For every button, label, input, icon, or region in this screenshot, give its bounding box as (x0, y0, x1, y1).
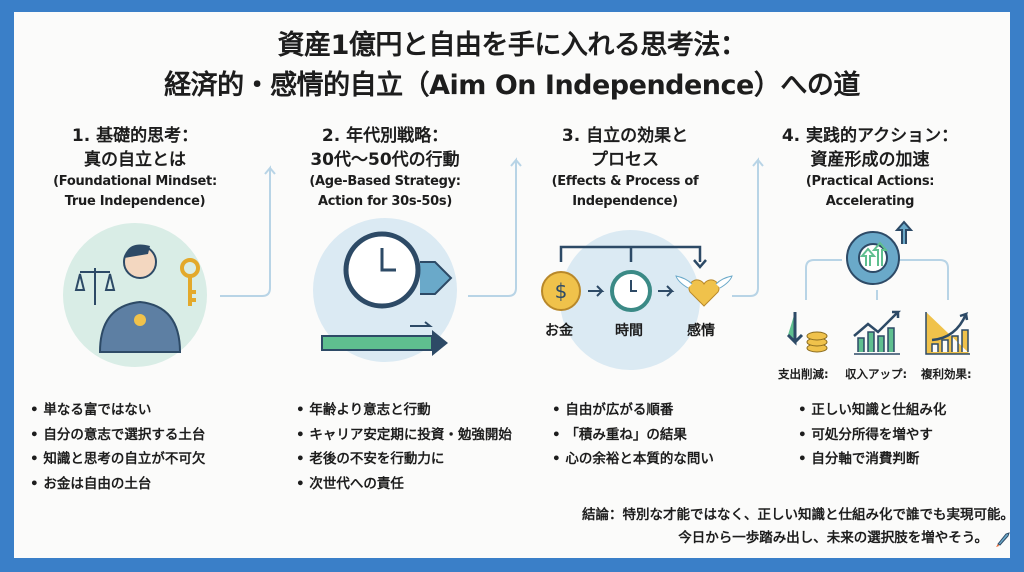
actions-diagram (786, 220, 970, 355)
flow-connectors (220, 157, 764, 297)
heading-jp: 4. 実践的アクション： (781, 126, 959, 146)
column-3-heading: 3. 自立の効果と プロセス (Effects & Process of Ind… (515, 124, 735, 212)
heading-jp: 2. 年代別戦略： (321, 126, 449, 146)
rocket-icon (996, 532, 1010, 547)
process-diagram: $ (541, 230, 733, 370)
list-item: 単なる富ではない (30, 398, 205, 423)
heading-jp: 3. 自立の効果と (561, 126, 689, 146)
conclusion-line-2-wrap: 今日から一歩踏み出し、未来の選択肢を増やそう。 (582, 527, 1014, 550)
list-item: 老後の不安を行動力に (296, 447, 512, 472)
column-2-heading: 2. 年代別戦略： 30代～50代の行動 (Age-Based Strategy… (275, 124, 495, 212)
list-item: 正しい知識と仕組み化 (798, 398, 946, 423)
action-label-income: 収入アップ: (845, 367, 908, 381)
conclusion: 結論：特別な才能ではなく、正しい知識と仕組み化で誰でも実現可能。 今日から一歩踏… (582, 504, 1014, 550)
action-label-cut: 支出削減: (778, 367, 829, 381)
heading-en: Action for 30s-50s) (318, 194, 452, 209)
heading-en: (Foundational Mindset: (53, 174, 217, 189)
list-item: 次世代への責任 (296, 472, 512, 497)
list-item: 自分軸で消費判断 (798, 447, 946, 472)
list-item: 知識と思考の自立が不可欠 (30, 447, 205, 472)
heading-jp: 1. 基礎的思考： (71, 126, 199, 146)
title-line-1: 資産1億円と自由を手に入れる思考法： (277, 30, 747, 61)
list-item: 自由が広がる順番 (552, 398, 714, 423)
page-title: 資産1億円と自由を手に入れる思考法： 経済的・感情的自立（Aim On Inde… (0, 26, 1024, 106)
list-item: キャリア安定期に投資・勉強開始 (296, 423, 512, 448)
heading-en: Independence) (572, 194, 678, 209)
heading-jp: プロセス (591, 150, 659, 170)
conclusion-line-1: 結論：特別な才能ではなく、正しい知識と仕組み化で誰でも実現可能。 (582, 507, 1014, 523)
conclusion-line-2: 今日から一歩踏み出し、未来の選択肢を増やそう。 (678, 530, 988, 546)
clock-progress-icon (313, 218, 457, 362)
list-item: 自分の意志で選択する土台 (30, 423, 205, 448)
list-item: 年齢より意志と行動 (296, 398, 512, 423)
heading-en: Accelerating (825, 194, 915, 209)
heading-jp: 真の自立とは (84, 150, 186, 170)
heading-jp: 30代～50代の行動 (310, 150, 460, 170)
heading-jp: 資産形成の加速 (810, 150, 930, 170)
column-1-bullets: 単なる富ではない 自分の意志で選択する土台 知識と思考の自立が不可欠 お金は自由… (30, 398, 205, 496)
list-item: お金は自由の土台 (30, 472, 205, 497)
column-4-heading: 4. 実践的アクション： 資産形成の加速 (Practical Actions:… (760, 124, 980, 212)
heading-en: True Independence) (64, 194, 206, 209)
column-1-heading: 1. 基礎的思考： 真の自立とは (Foundational Mindset: … (25, 124, 245, 212)
list-item: 「積み重ね」の結果 (552, 423, 714, 448)
title-line-2: 経済的・感情的自立（Aim On Independence）への道 (164, 70, 860, 101)
list-item: 可処分所得を増やす (798, 423, 946, 448)
list-item: 心の余裕と本質的な問い (552, 447, 714, 472)
person-with-key-icon (63, 223, 207, 367)
svg-text:$: $ (555, 279, 568, 303)
action-label-compound: 複利効果: (921, 367, 972, 381)
process-label-time: 時間 (615, 323, 643, 339)
process-label-money: お金 (545, 323, 573, 339)
process-label-emotion: 感情 (687, 323, 715, 339)
heading-en: (Effects & Process of (551, 174, 699, 189)
column-4-bullets: 正しい知識と仕組み化 可処分所得を増やす 自分軸で消費判断 (798, 398, 946, 472)
heading-en: (Age-Based Strategy: (309, 174, 461, 189)
column-3-bullets: 自由が広がる順番 「積み重ね」の結果 心の余裕と本質的な問い (552, 398, 714, 472)
column-2-bullets: 年齢より意志と行動 キャリア安定期に投資・勉強開始 老後の不安を行動力に 次世代… (296, 398, 512, 496)
heading-en: (Practical Actions: (805, 174, 935, 189)
